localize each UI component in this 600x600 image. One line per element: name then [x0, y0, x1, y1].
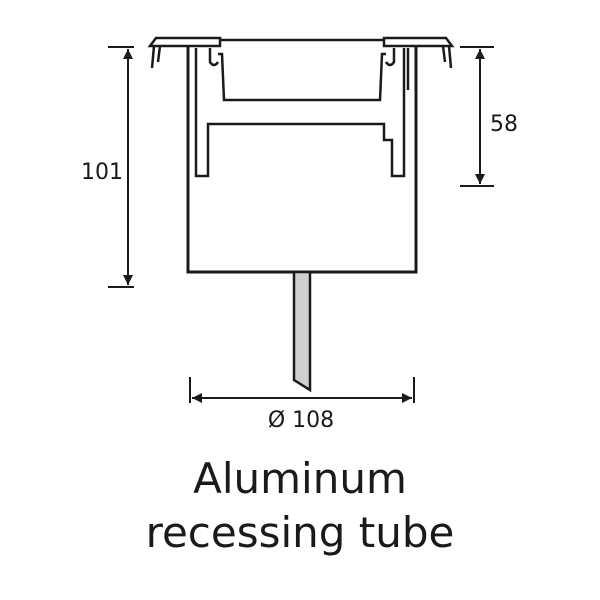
inner-housing — [194, 48, 410, 178]
dimension-height-total — [108, 46, 134, 288]
product-caption: Aluminum recessing tube — [0, 452, 600, 560]
dimension-height-upper — [460, 46, 494, 187]
dimension-diameter — [189, 377, 415, 403]
dimension-diameter-label: Ø 108 — [268, 408, 334, 433]
caption-line-1: Aluminum — [193, 454, 407, 503]
dimension-height-total-label: 101 — [81, 160, 123, 185]
caption-line-2: recessing tube — [145, 508, 455, 557]
top-flange — [147, 36, 455, 69]
cable — [292, 270, 312, 393]
dimension-height-upper-label: 58 — [490, 112, 518, 137]
